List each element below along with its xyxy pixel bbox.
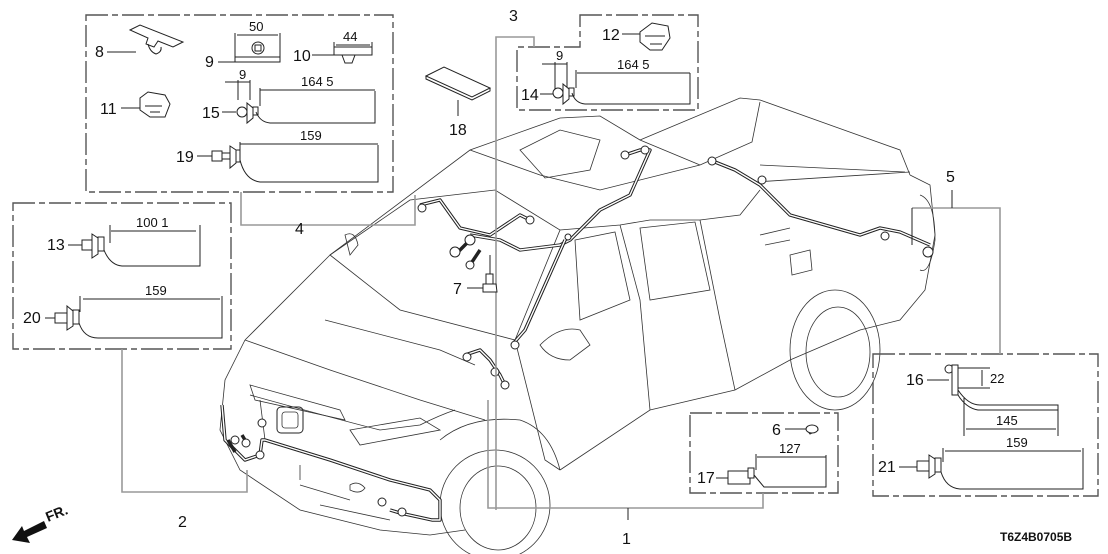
callout-9[interactable]: 9 (205, 54, 214, 71)
part-7-bolt (467, 255, 498, 293)
front-direction-arrow (12, 521, 47, 543)
harness-roof (417, 145, 934, 350)
dim-part16-height: 22 (990, 371, 1004, 386)
callout-6[interactable]: 6 (772, 422, 781, 439)
callout-8[interactable]: 8 (95, 44, 104, 61)
dim-part16-length: 145 (996, 413, 1018, 428)
front-direction-label: FR. (43, 501, 70, 524)
dim-part14-length: 164 5 (617, 57, 650, 72)
harness-engine-bay (462, 348, 510, 390)
callout-5[interactable]: 5 (946, 169, 955, 186)
truck-outline (219, 97, 936, 554)
callout-11[interactable]: 11 (100, 101, 117, 118)
fog-light (349, 482, 366, 493)
dim-part17-length: 127 (779, 441, 801, 456)
harness-front-bumper (220, 404, 442, 522)
dim-part21-length: 159 (1006, 435, 1028, 450)
sunroof (519, 129, 601, 179)
headlight (349, 417, 442, 446)
diagram-code: T6Z4B0705B (1000, 530, 1072, 544)
callout-19[interactable]: 19 (176, 149, 194, 166)
box-group-5 (872, 190, 1099, 497)
part-18-pad (424, 66, 492, 116)
dim-part13-length: 100 1 (136, 215, 169, 230)
front-bumper (219, 339, 466, 536)
callout-16[interactable]: 16 (906, 372, 924, 389)
callout-14[interactable]: 14 (521, 87, 539, 104)
dim-part9-width: 50 (249, 19, 263, 34)
box-group-3 (495, 14, 699, 510)
callout-4[interactable]: 4 (295, 221, 304, 238)
box-group-4 (85, 14, 416, 226)
dim-part15-head: 9 (239, 67, 246, 82)
dim-part15-length: 164 5 (301, 74, 334, 89)
callout-21[interactable]: 21 (878, 459, 896, 476)
callout-18[interactable]: 18 (449, 122, 467, 139)
windshield (329, 189, 561, 341)
callout-10[interactable]: 10 (293, 48, 311, 65)
dim-part20-length: 159 (145, 283, 167, 298)
dim-part14-head: 9 (556, 48, 563, 63)
callout-20[interactable]: 20 (23, 310, 41, 327)
honda-emblem (276, 406, 304, 434)
callout-17[interactable]: 17 (697, 470, 715, 487)
fuel-door (789, 249, 813, 276)
front-wheel (439, 449, 551, 554)
callout-15[interactable]: 15 (202, 105, 220, 122)
side-mirror (539, 328, 591, 361)
callout-7[interactable]: 7 (453, 281, 462, 298)
rear-wheel (789, 289, 881, 411)
callout-3[interactable]: 3 (509, 8, 518, 25)
box-group-2 (12, 202, 248, 493)
dim-part10-width: 44 (343, 29, 357, 44)
callout-13[interactable]: 13 (47, 237, 65, 254)
callout-12[interactable]: 12 (602, 27, 620, 44)
callout-1[interactable]: 1 (622, 531, 631, 548)
callout-2[interactable]: 2 (178, 514, 187, 531)
dim-part19-length: 159 (300, 128, 322, 143)
box-group-1 (487, 400, 839, 520)
